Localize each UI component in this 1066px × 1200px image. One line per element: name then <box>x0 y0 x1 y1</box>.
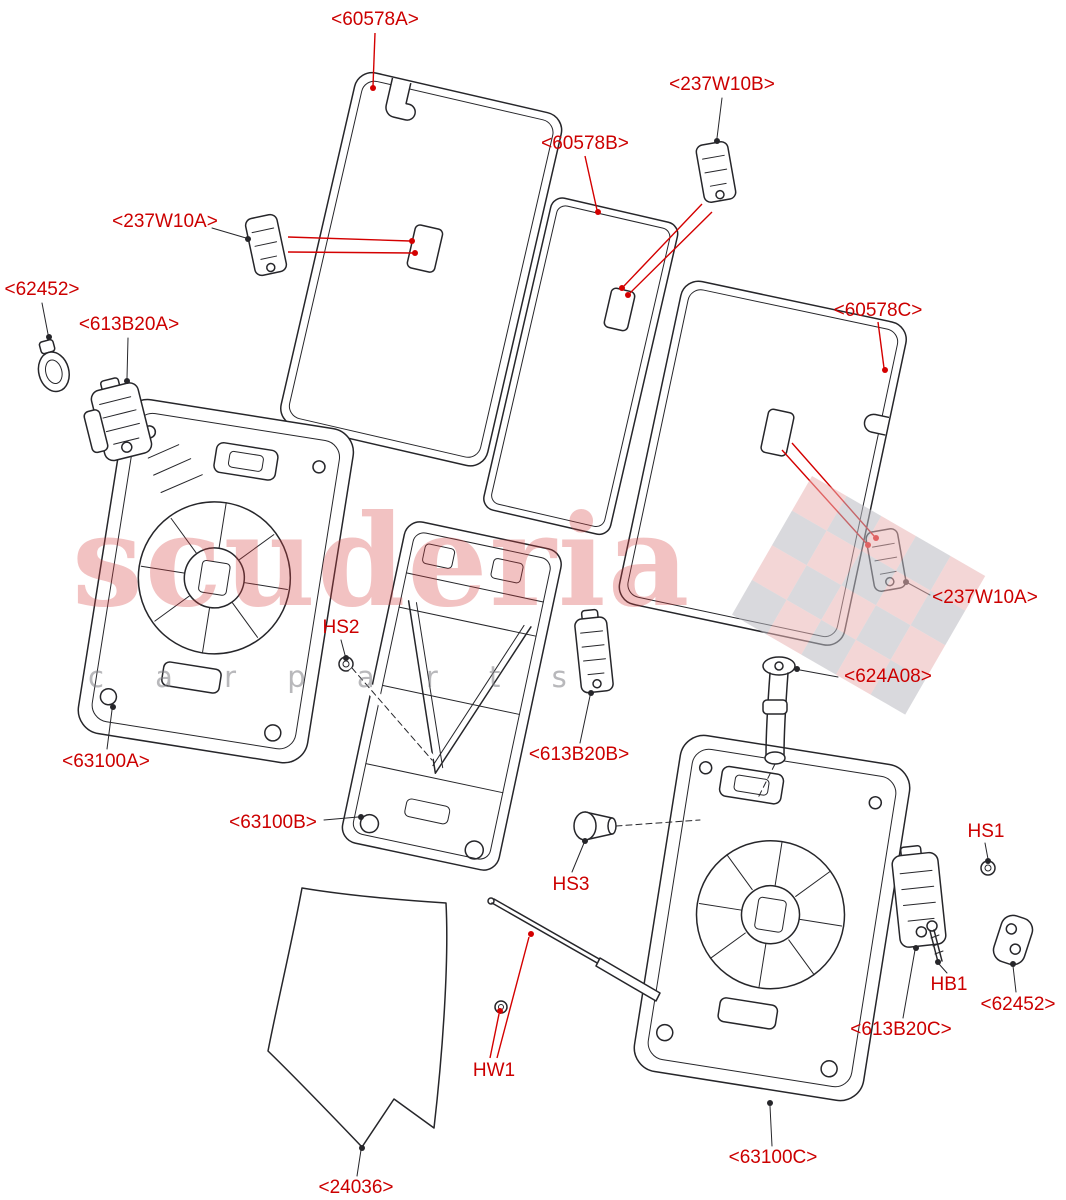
seat-frame-63100c-art <box>633 734 911 1102</box>
part-label-613b20b[interactable]: <613B20B> <box>528 744 630 765</box>
part-label-624a08[interactable]: <624A08> <box>844 666 932 687</box>
black-leader-lines <box>41 97 1017 1177</box>
latch-613b20c-art <box>891 845 947 948</box>
latch-237w10a-left-art <box>244 213 288 277</box>
bolt-hb1-art <box>926 920 944 963</box>
watermark-subtitle: c a r p a r t s <box>88 660 588 694</box>
part-label-hs3[interactable]: HS3 <box>552 874 590 895</box>
part-label-62452-left[interactable]: <62452> <box>4 279 80 300</box>
part-label-237w10a-right[interactable]: <237W10A> <box>932 587 1038 608</box>
plug-hs3-art <box>573 811 617 841</box>
latch-613b20a-art <box>83 377 153 462</box>
red-leader-lines <box>287 32 888 1059</box>
part-label-237w10a-left[interactable]: <237W10A> <box>112 211 218 232</box>
latch-237w10a-right-art <box>865 528 907 592</box>
pin-624a08-art <box>762 656 796 765</box>
latch-613b20b-art <box>574 608 614 694</box>
watermark-brand: scuderia <box>72 487 692 635</box>
part-label-613b20c[interactable]: <613B20C> <box>850 1019 952 1040</box>
seat-frame-63100b-art <box>341 521 562 871</box>
bracket-62452-right-art <box>992 914 1034 966</box>
latch-237w10b-art <box>695 141 737 203</box>
part-label-60578b[interactable]: <60578B> <box>541 133 629 154</box>
part-label-613b20a[interactable]: <613B20A> <box>78 314 180 335</box>
part-label-62452-right[interactable]: <62452> <box>980 994 1056 1015</box>
dashed-leader-lines <box>348 665 776 827</box>
part-label-63100c[interactable]: <63100C> <box>728 1147 818 1168</box>
panel-60578a-art <box>280 71 563 467</box>
part-label-hs2[interactable]: HS2 <box>322 617 360 638</box>
part-label-63100a[interactable]: <63100A> <box>62 751 150 772</box>
part-label-60578a[interactable]: <60578A> <box>331 9 419 30</box>
panel-60578b-art <box>483 197 679 536</box>
screw-hs2-art <box>338 656 354 672</box>
hook-62452-left-art <box>37 338 70 393</box>
part-label-hb1[interactable]: HB1 <box>930 974 968 995</box>
part-label-60578c[interactable]: <60578C> <box>833 300 923 321</box>
part-label-63100b[interactable]: <63100B> <box>229 812 317 833</box>
fabric-24036-art <box>267 887 448 1148</box>
seat-frame-63100a-art <box>77 398 355 764</box>
part-label-237w10b[interactable]: <237W10B> <box>669 74 775 95</box>
part-label-hs1[interactable]: HS1 <box>967 821 1005 842</box>
part-label-hw1[interactable]: HW1 <box>472 1060 516 1081</box>
part-label-24036[interactable]: <24036> <box>318 1177 394 1198</box>
